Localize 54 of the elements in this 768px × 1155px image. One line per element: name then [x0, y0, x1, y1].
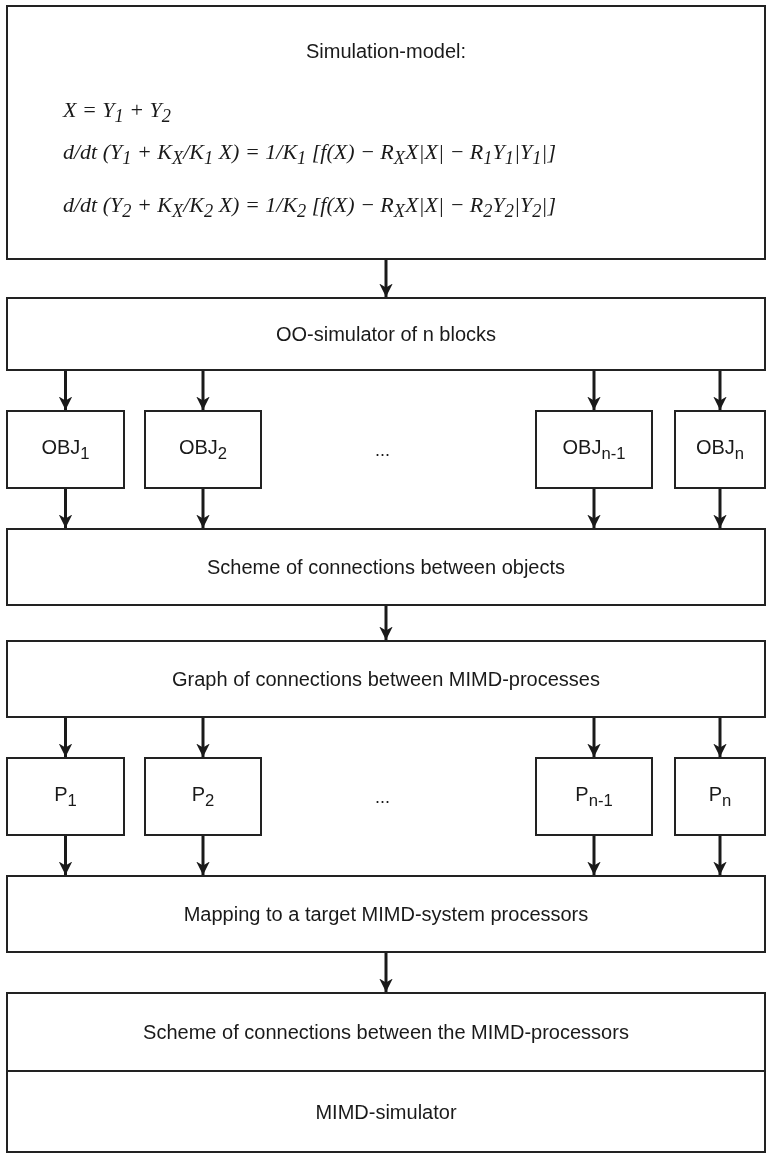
- process-box: [535, 757, 653, 836]
- process-box: [6, 992, 766, 1072]
- arrow: [587, 836, 601, 875]
- arrow: [587, 489, 601, 528]
- arrow: [379, 606, 393, 640]
- process-box: [6, 528, 766, 606]
- process-box: [6, 297, 766, 371]
- arrow: [379, 953, 393, 992]
- arrow: [379, 260, 393, 297]
- arrow: [713, 489, 727, 528]
- arrow: [58, 489, 73, 528]
- process-box: [535, 410, 653, 489]
- box-label: Scheme of connections between objects: [207, 555, 565, 579]
- process-box: [6, 640, 766, 718]
- arrow: [58, 371, 73, 410]
- box-label: OO-simulator of n blocks: [275, 322, 497, 346]
- box-label: P$_{n-1}$: [575, 782, 613, 811]
- box-label: OBJ$_{2}$: [178, 435, 228, 464]
- ellipsis: ...: [375, 440, 390, 461]
- box-label: P$_{n}$: [708, 782, 732, 811]
- box-label: MIMD-simulator: [315, 1099, 457, 1124]
- arrow: [196, 371, 210, 410]
- arrow: [196, 718, 210, 757]
- arrow: [713, 371, 727, 410]
- box-label: P$_{2}$: [191, 782, 215, 811]
- process-box: [6, 410, 125, 489]
- box-label: Mapping to a target MIMD-system processors: [183, 902, 589, 926]
- process-box: [6, 875, 766, 953]
- box-label: Scheme of connections between the MIMD-processors: [143, 1020, 629, 1044]
- box-label: Graph of connections between MIMD-processes: [172, 667, 600, 691]
- arrow: [587, 718, 601, 757]
- ellipsis: ...: [375, 787, 390, 808]
- box-label: OBJ$_{n-1}$: [562, 435, 626, 464]
- process-box: [6, 1070, 766, 1153]
- process-box: [674, 410, 766, 489]
- box-label: P$_{1}$: [54, 782, 77, 811]
- heading: Simulation-model:: [304, 39, 468, 63]
- process-box: [144, 410, 262, 489]
- model-box: [6, 5, 766, 260]
- arrow: [58, 718, 73, 757]
- arrow: [713, 836, 727, 875]
- process-box: [144, 757, 262, 836]
- equation: X = Y$_{1}$ + Y$_{2}$: [63, 97, 171, 128]
- arrow: [587, 371, 601, 410]
- arrow: [196, 489, 210, 528]
- arrow: [58, 836, 73, 875]
- arrow: [196, 836, 210, 875]
- equation: d/dt (Y$_{1}$ + K$_{X}$/K$_{1}$ X) = 1/K$_{1}$ [f(X) − R$_{X}$X|X| − R$_{1}$Y$_{1}$|Y$_{1}$|]: [63, 139, 556, 170]
- arrow: [713, 718, 727, 757]
- process-box: [6, 757, 125, 836]
- equation: d/dt (Y$_{2}$ + K$_{X}$/K$_{2}$ X) = 1/K$_{2}$ [f(X) − R$_{X}$X|X| − R$_{2}$Y$_{2}$|Y$_{2}$|]: [63, 192, 556, 223]
- box-label: OBJ$_{1}$: [41, 435, 90, 464]
- process-box: [674, 757, 766, 836]
- box-label: OBJ$_{n}$: [695, 435, 745, 464]
